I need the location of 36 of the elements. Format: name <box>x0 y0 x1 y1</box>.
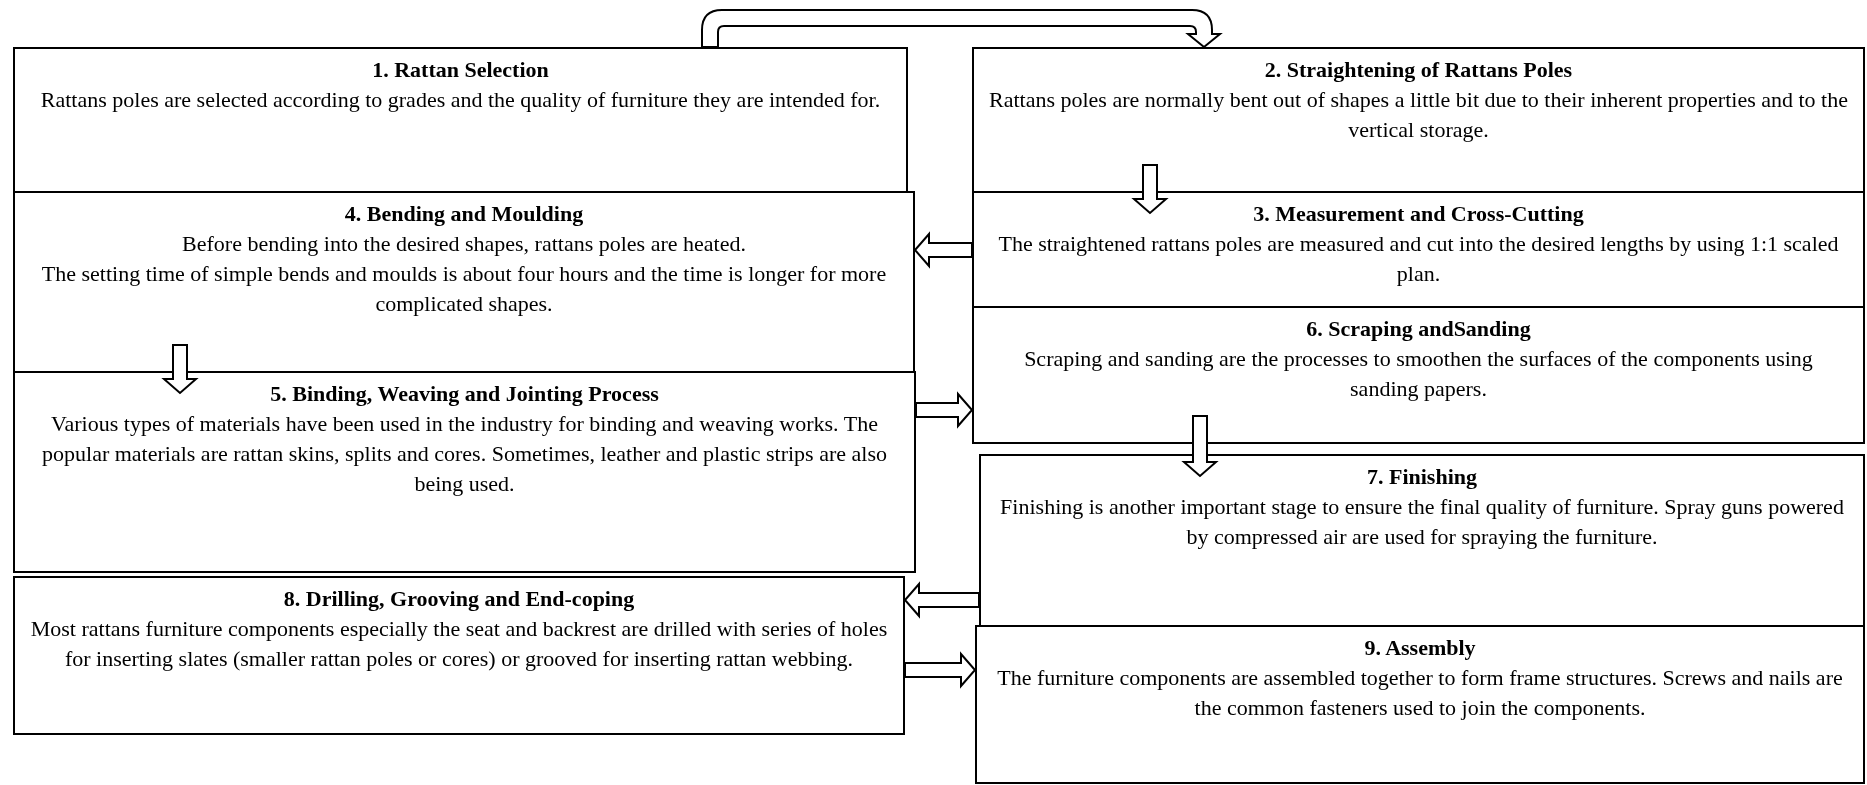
step-title: 8. Drilling, Grooving and End-coping <box>282 585 636 613</box>
step-description: Before bending into the desired shapes, rattans poles are heated. <box>181 230 747 258</box>
step-description: Most rattans furniture components especially the seat and backrest are drilled with series of holes for inserting slates (smaller rattan poles or cores) or grooved for inserting rattan webbing. <box>29 615 889 673</box>
block-arrow <box>913 231 973 269</box>
process-box <box>13 371 916 573</box>
step-description: The straightened rattans poles are measured and cut into the desired lengths by using 1:1 scaled plan. <box>997 230 1840 288</box>
step-description: The furniture components are assembled together to form frame structures. Screws and nails are the common fasteners used to join the components. <box>996 664 1844 722</box>
block-arrow <box>915 391 974 429</box>
block-arrow <box>1181 415 1219 478</box>
step-description: Rattans poles are selected according to grades and the quality of furniture they are intended for. <box>39 86 882 114</box>
process-box <box>975 625 1865 784</box>
process-box <box>13 576 905 735</box>
block-arrow <box>904 651 977 689</box>
step-description: Finishing is another important stage to ensure the final quality of furniture. Spray guns powered by compressed air are used for spraying the furniture. <box>999 493 1845 551</box>
process-box <box>972 306 1865 444</box>
block-arrow <box>1131 164 1169 215</box>
step-title: 9. Assembly <box>1363 634 1477 662</box>
step-title: 2. Straightening of Rattans Poles <box>1263 56 1574 84</box>
block-arrow <box>701 9 1221 48</box>
step-title: 4. Bending and Moulding <box>343 200 585 228</box>
step-title: 5. Binding, Weaving and Jointing Process <box>269 380 660 408</box>
process-box <box>972 47 1865 193</box>
process-box <box>979 454 1865 627</box>
process-box <box>13 47 908 193</box>
step-description: Various types of materials have been used in the industry for binding and weaving works. The popular materials are rattan skins, splits and cores. Sometimes, leather and plastic strips are also being used. <box>41 410 888 498</box>
process-box <box>13 191 915 373</box>
step-title: 7. Finishing <box>1365 463 1478 491</box>
step-title: 1. Rattan Selection <box>371 56 550 84</box>
block-arrow <box>903 581 980 619</box>
step-description: Rattans poles are normally bent out of shapes a little bit due to their inherent properties and to the vertical storage. <box>988 86 1849 144</box>
step-description: The setting time of simple bends and moulds is about four hours and the time is longer for more complicated shapes. <box>40 260 888 318</box>
step-description: Scraping and sanding are the processes to smoothen the surfaces of the components using sanding papers. <box>1023 345 1814 403</box>
step-title: 3. Measurement and Cross-Cutting <box>1252 200 1585 228</box>
block-arrow <box>161 344 199 395</box>
process-box <box>972 191 1865 308</box>
step-title: 6. Scraping andSanding <box>1305 315 1532 343</box>
